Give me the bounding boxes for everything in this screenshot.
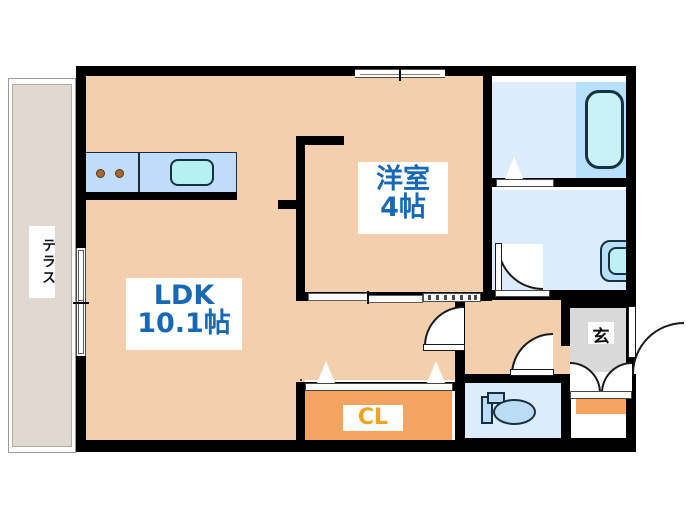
toilet-door-leaf[interactable]: [510, 369, 554, 376]
wall-toilet-east: [561, 374, 571, 440]
room-label-genkan-name: 玄: [592, 327, 610, 347]
wall-bedroom-east: [483, 76, 492, 301]
shoe-closet-rail: [570, 391, 632, 399]
wall-exterior-right: [626, 66, 636, 452]
washroom-door-threshold: [495, 290, 550, 297]
terrace-door-panel-lower[interactable]: [78, 300, 84, 354]
wall-bedroom-jog-top: [300, 136, 344, 145]
wall-bedroom-west-upper: [296, 136, 305, 200]
room-label-closet: CL: [343, 405, 403, 431]
wall-kitchen-back: [80, 192, 237, 200]
ldk-closet-rail[interactable]: [300, 379, 302, 381]
bedroom-window-mullion: [399, 66, 401, 81]
bedroom-vent-louver: [423, 293, 481, 302]
wall-hall-west: [455, 300, 465, 440]
closet-door-panel-left[interactable]: [317, 361, 335, 383]
wall-bedroom-nub: [278, 200, 305, 209]
terrace-door-mullion: [73, 302, 89, 304]
room-label-terrace: テラス: [29, 226, 56, 298]
room-label-closet-name: CL: [357, 405, 389, 430]
closet-door-panel-right[interactable]: [427, 361, 445, 383]
hall-door-leaf[interactable]: [423, 344, 465, 351]
wall-genkan-west: [561, 300, 570, 346]
kitchen-sink-basin: [170, 159, 214, 186]
room-label-ldk-size: 10.1帖: [137, 308, 231, 340]
wall-bottom-wet: [455, 438, 636, 452]
room-label-bedroom: 洋室 4帖: [358, 162, 448, 234]
wall-genkan-north: [561, 300, 636, 308]
toilet-bowl: [493, 399, 536, 425]
stove-burner-left: [96, 169, 105, 178]
terrace-outline: [8, 78, 76, 453]
room-label-bedroom-name: 洋室: [376, 164, 430, 195]
room-label-genkan: 玄: [588, 322, 614, 347]
bath-door-rail[interactable]: [496, 179, 554, 187]
stove-burner-right: [115, 169, 124, 178]
room-label-ldk: LDK 10.1帖: [126, 278, 242, 350]
ldk-floor: [80, 76, 305, 440]
bath-door-panel[interactable]: [505, 157, 523, 179]
room-label-ldk-name: LDK: [153, 280, 215, 311]
room-label-terrace-name: テラス: [40, 238, 56, 286]
closet-door-rail[interactable]: [305, 383, 453, 391]
wall-closet-west: [296, 382, 305, 440]
bedroom-partition-mullion: [367, 291, 369, 304]
shoe-closet-floor: [576, 398, 632, 414]
room-label-bedroom-size: 4帖: [380, 192, 426, 224]
wall-toilet-north: [455, 374, 570, 383]
entry-door-leaf[interactable]: [628, 306, 636, 358]
wall-bedroom-west-lower: [296, 200, 305, 300]
wall-washroom-south: [483, 290, 636, 300]
terrace-floor: [12, 84, 72, 447]
wall-bath-south: [483, 178, 636, 187]
bathtub: [585, 90, 624, 169]
